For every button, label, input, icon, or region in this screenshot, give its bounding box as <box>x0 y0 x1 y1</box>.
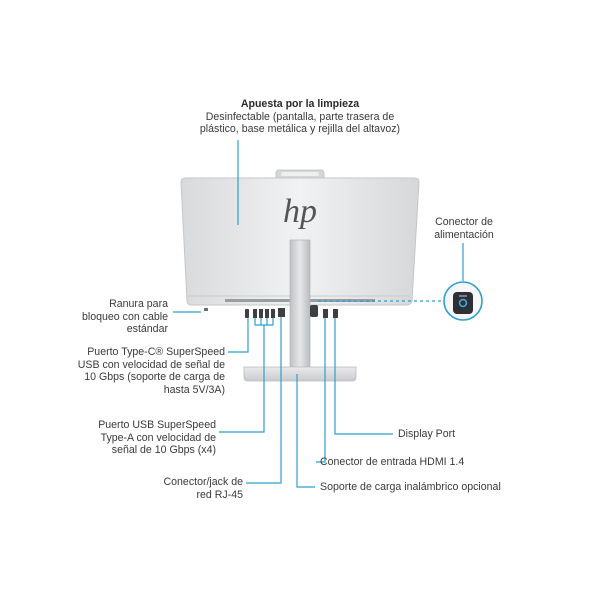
svg-text:hp: hp <box>283 193 317 230</box>
callout-usb-c-line-2: USB con velocidad de señal de <box>77 358 225 371</box>
callout-usb-c-line-4: hasta 5V/3A) <box>163 383 225 396</box>
rj45-port <box>278 308 285 317</box>
callout-lock: Ranura para bloqueo con cable estándar <box>82 298 168 336</box>
callout-cleaning-line-2: plástico, base metálica y rejilla del al… <box>199 123 401 136</box>
stand-base <box>243 366 357 382</box>
callout-lines <box>173 140 464 488</box>
displayport-port <box>333 309 338 318</box>
callout-usb-c-line-1: Puerto Type-C® SuperSpeed <box>87 346 225 358</box>
lock-slot <box>204 308 208 311</box>
callout-usb-c-line-3: 10 Gbps (soporte de carga de <box>84 371 225 384</box>
callout-rj45: Conector/jack de red RJ-45 <box>150 476 244 501</box>
callout-rj45-line-1: Conector/jack de <box>163 476 244 488</box>
callout-usb-a-line-3: señal de 10 Gbps (x4) <box>111 444 216 457</box>
usb-a-ports <box>253 309 275 318</box>
callout-hdmi: Conector de entrada HDMI 1.4 <box>320 456 464 469</box>
callout-lock-line-1: Ranura para <box>109 298 168 310</box>
power-port <box>310 305 318 317</box>
stand <box>289 239 311 375</box>
callout-displayport: Display Port <box>398 428 455 441</box>
callout-cleaning-title: Apuesta por la limpieza <box>240 98 360 110</box>
power-connector-zoom <box>443 281 483 321</box>
usb-c-port <box>245 309 249 318</box>
callout-displayport-line-1: Display Port <box>398 428 456 440</box>
callout-usb-a-line-1: Puerto USB SuperSpeed <box>98 419 216 431</box>
callout-wireless: Soporte de carga inalámbrico opcional <box>320 481 501 494</box>
callout-wireless-line-1: Soporte de carga inalámbrico opcional <box>320 481 501 493</box>
callout-power-line-1: Conector de <box>435 216 493 228</box>
callout-lock-line-3: estándar <box>126 323 168 336</box>
callout-lock-line-2: bloqueo con cable <box>82 310 168 323</box>
callout-usb-a: Puerto USB SuperSpeed Type-A con velocid… <box>82 419 216 457</box>
callout-rj45-line-2: red RJ-45 <box>196 488 243 501</box>
callout-cleaning: Apuesta por la limpieza Desinfectable (p… <box>190 98 410 136</box>
callout-power: Conector de alimentación <box>424 216 504 241</box>
hp-logo: hp <box>283 193 317 230</box>
callout-cleaning-line-1: Desinfectable (pantalla, parte trasera d… <box>205 110 395 123</box>
callout-power-line-2: alimentación <box>434 228 494 241</box>
callout-usb-c: Puerto Type-C® SuperSpeed USB con veloci… <box>70 346 225 396</box>
hdmi-port <box>323 309 328 318</box>
callout-hdmi-line-1: Conector de entrada HDMI 1.4 <box>320 456 465 468</box>
callout-usb-a-line-2: Type-A con velocidad de <box>100 431 216 444</box>
